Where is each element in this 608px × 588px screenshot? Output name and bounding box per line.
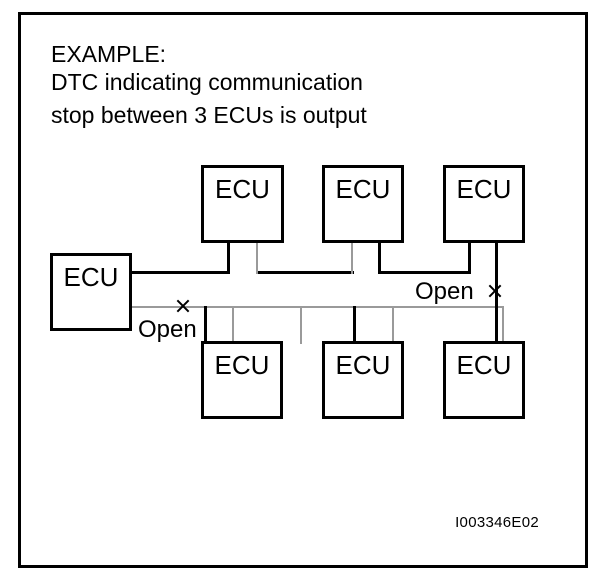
- ecu-node-bottom-3[interactable]: ECU: [443, 341, 525, 419]
- ecu-node-top-2[interactable]: ECU: [322, 165, 404, 243]
- bus-upper-segment-3: [378, 271, 470, 274]
- ecu-label: ECU: [456, 350, 512, 380]
- drop-lead-top-2-a: [351, 243, 353, 274]
- ecu-node-bottom-2[interactable]: ECU: [322, 341, 404, 419]
- caption-line-3: stop between 3 ECUs is output: [51, 102, 367, 129]
- open-label-left: Open: [137, 316, 198, 343]
- ecu-node-top-1[interactable]: ECU: [201, 165, 284, 243]
- bus-upper-segment-1: [132, 271, 230, 274]
- figure-caption: EXAMPLE: DTC indicating communication st…: [51, 41, 521, 129]
- drop-lead-top-2-b: [378, 243, 381, 274]
- ecu-label: ECU: [215, 174, 270, 204]
- ecu-node-left[interactable]: ECU: [50, 253, 132, 331]
- drop-lead-bottom-3-a: [392, 306, 394, 344]
- bus-lower-segment-1: [132, 306, 204, 308]
- ecu-label: ECU: [335, 174, 391, 204]
- ecu-node-bottom-1[interactable]: ECU: [201, 341, 283, 419]
- open-marker-left-x-icon: [175, 298, 191, 314]
- drop-lead-bottom-1-b: [232, 306, 234, 344]
- bus-upper-segment-2: [256, 271, 354, 274]
- caption-line-2: DTC indicating communication: [51, 69, 363, 96]
- drop-lead-bottom-3-b: [502, 306, 504, 344]
- ecu-label: ECU: [335, 350, 391, 380]
- drop-lead-top-3-a: [468, 243, 471, 274]
- ecu-label: ECU: [214, 350, 270, 380]
- ecu-label: ECU: [456, 174, 512, 204]
- drop-lead-top-1-a: [227, 243, 230, 274]
- bus-lower-segment-2: [204, 306, 300, 308]
- open-label-right: Open: [414, 278, 475, 305]
- reference-code: I003346E02: [455, 514, 539, 531]
- ecu-label: ECU: [63, 262, 119, 292]
- open-marker-right-x-icon: [487, 283, 503, 299]
- bus-lower-segment-3: [300, 306, 392, 308]
- ecu-node-top-3[interactable]: ECU: [443, 165, 525, 243]
- drop-lead-top-1-b: [256, 243, 258, 274]
- drop-lead-bottom-2-a: [300, 306, 302, 344]
- caption-line-1: EXAMPLE:: [51, 41, 167, 67]
- drop-lead-bottom-2-b: [353, 306, 356, 344]
- bus-lower-segment-4: [392, 306, 502, 308]
- drop-lead-bottom-1-a: [204, 306, 207, 344]
